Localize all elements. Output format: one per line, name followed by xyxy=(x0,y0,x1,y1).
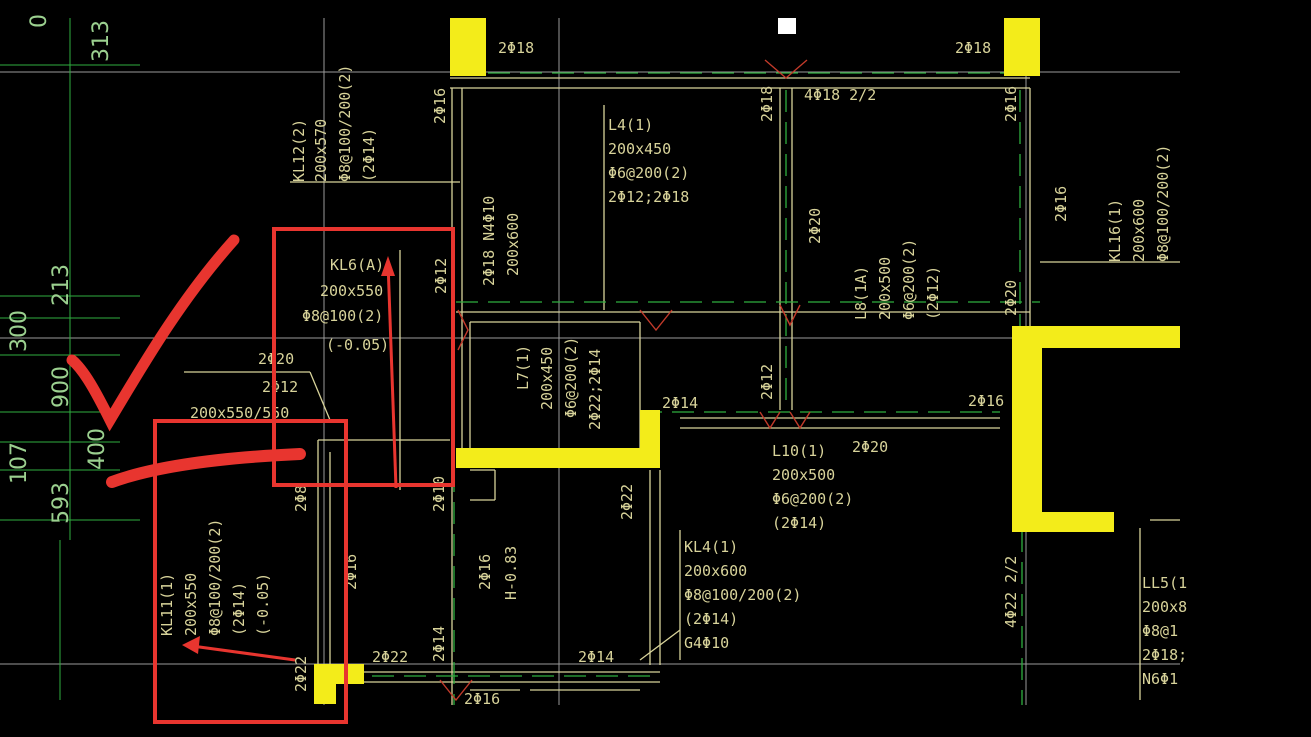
l10-size: 200x500 xyxy=(772,466,835,484)
kl11-size: 200x550 xyxy=(182,573,200,636)
l7-stirrup: Φ6@200(2) xyxy=(562,337,580,418)
l7-rebar: 2Φ22;2Φ14 xyxy=(586,349,604,430)
dimension-texts: 313 0 213 300 900 400 107 593 xyxy=(7,14,114,524)
label-2phi16-low: 2Φ16 xyxy=(476,554,494,590)
label-v-2phi16-a: 2Φ16 xyxy=(431,88,449,124)
kl11-name: KL11(1) xyxy=(158,573,176,636)
kl12-name: KL12(2) xyxy=(290,119,308,182)
label-2phi20-mid: 2Φ20 xyxy=(806,208,824,244)
l10-name: L10(1) xyxy=(772,442,826,460)
l4-name: L4(1) xyxy=(608,116,653,134)
kl4-size: 200x600 xyxy=(684,562,747,580)
label-2phi20-left: 2Φ20 xyxy=(258,350,294,368)
kl16-name: KL16(1) xyxy=(1106,199,1124,262)
kl11-elevation: (-0.05) xyxy=(254,573,272,636)
kl12-rebar: (2Φ14) xyxy=(360,128,378,182)
label-h-0-83: H-0.83 xyxy=(502,546,520,600)
dim-400: 400 xyxy=(85,428,110,470)
ll5-stirrup: Φ8@1 xyxy=(1142,622,1178,640)
columns xyxy=(314,18,1180,704)
kl11-rebar: (2Φ14) xyxy=(230,582,248,636)
red-annotations xyxy=(66,227,455,724)
highlight-box-kl11 xyxy=(153,419,348,724)
kl12-stirrup: Φ8@100/200(2) xyxy=(336,65,354,182)
kl4-stirrup: Φ8@100/200(2) xyxy=(684,586,801,604)
label-2phi20-h: 2Φ20 xyxy=(852,438,888,456)
checkmark-stroke xyxy=(66,234,240,432)
ll5-side: N6Φ1 xyxy=(1142,670,1178,688)
l10-stirrup: Φ6@200(2) xyxy=(772,490,853,508)
arrow-up-line xyxy=(386,261,398,489)
highlight-box-kl6 xyxy=(272,227,455,487)
ll5-size: 200x8 xyxy=(1142,598,1187,616)
beam-annotations: 2Φ18 2Φ18 2Φ16 2Φ18 4Φ18 2/2 2Φ16 KL12(2… xyxy=(158,39,1187,708)
label-2phi22-mid: 2Φ22 xyxy=(618,484,636,520)
dim-107: 107 xyxy=(7,442,32,484)
l4-stirrup: Φ6@200(2) xyxy=(608,164,689,182)
dim-300: 300 xyxy=(7,310,32,352)
beam-lines xyxy=(184,77,1180,705)
kl16-stirrup: Φ8@100/200(2) xyxy=(1154,145,1172,262)
label-2phi22-bottom: 2Φ22 xyxy=(372,648,408,666)
label-4phi18: 4Φ18 2/2 xyxy=(804,86,876,104)
label-2phi16-bottom: 2Φ16 xyxy=(464,690,500,708)
kl4-torsion: G4Φ10 xyxy=(684,634,729,652)
label-v-2phi16-c: 2Φ16 xyxy=(1002,86,1020,122)
l8-rebar: (2Φ12) xyxy=(924,266,942,320)
kl11-stirrup: Φ8@100/200(2) xyxy=(206,519,224,636)
dim-593: 593 xyxy=(49,482,74,524)
dim-900: 900 xyxy=(49,366,74,408)
dim-313: 313 xyxy=(89,20,114,62)
dim-213: 213 xyxy=(49,264,74,306)
dim-top: 0 xyxy=(27,14,52,28)
label-2phi22-bottom-v: 2Φ22 xyxy=(292,656,310,692)
label-2phi14-bottom-v: 2Φ14 xyxy=(430,626,448,662)
label-2phi8: 2Φ8 xyxy=(292,485,310,512)
ll5-name: LL5(1 xyxy=(1142,574,1187,592)
support-marks xyxy=(439,59,811,702)
label-2phi16-h: 2Φ16 xyxy=(968,392,1004,410)
kl6-size: 200x550 xyxy=(320,282,383,300)
l7-name: L7(1) xyxy=(514,345,532,390)
kl6-stirrup: Φ8@100(2) xyxy=(302,307,383,325)
kl6-name: KL6(A) xyxy=(330,256,384,274)
label-200x600-v: 200x600 xyxy=(504,213,522,276)
label-top-right-2phi18: 2Φ18 xyxy=(955,39,991,57)
arrow-left-head xyxy=(182,636,200,654)
kl4-rebar: (2Φ14) xyxy=(684,610,738,628)
l8-stirrup: Φ6@200(2) xyxy=(900,239,918,320)
label-2phi12-a: 2Φ12 xyxy=(432,258,450,294)
label-2phi20-right: 2Φ20 xyxy=(1002,280,1020,316)
l4-rebar: 2Φ12;2Φ18 xyxy=(608,188,689,206)
label-2phi10: 2Φ10 xyxy=(430,476,448,512)
l4-size: 200x450 xyxy=(608,140,671,158)
arrow-left-line xyxy=(191,644,296,662)
label-4phi22: 4Φ22 2/2 xyxy=(1002,556,1020,628)
l10-rebar: (2Φ14) xyxy=(772,514,826,532)
ll5-rebar: 2Φ18; xyxy=(1142,646,1187,664)
opening-marker xyxy=(778,18,796,34)
label-v-2phi18-b: 2Φ18 xyxy=(758,86,776,122)
kl16-size: 200x600 xyxy=(1130,199,1148,262)
label-2phi14-h: 2Φ14 xyxy=(662,394,698,412)
label-2phi16-right: 2Φ16 xyxy=(1052,186,1070,222)
l8-name: L8(1A) xyxy=(852,266,870,320)
l8-size: 200x500 xyxy=(876,257,894,320)
label-2phi14-bottom: 2Φ14 xyxy=(578,648,614,666)
kl6-elevation: (-0.05) xyxy=(326,336,389,354)
label-top-left-2phi18: 2Φ18 xyxy=(498,39,534,57)
rebar-dash-lines xyxy=(340,72,1040,705)
underline-stroke xyxy=(106,448,306,488)
label-2phi18-n4phi10: 2Φ18 N4Φ10 xyxy=(480,196,498,286)
label-200x550-550: 200x550/550 xyxy=(190,404,289,422)
label-2phi12-left: 2Φ12 xyxy=(262,378,298,396)
label-2phi12-b: 2Φ12 xyxy=(758,364,776,400)
kl4-name: KL4(1) xyxy=(684,538,738,556)
l7-size: 200x450 xyxy=(538,347,556,410)
kl12-size: 200x570 xyxy=(312,119,330,182)
arrow-up-head xyxy=(381,256,395,276)
